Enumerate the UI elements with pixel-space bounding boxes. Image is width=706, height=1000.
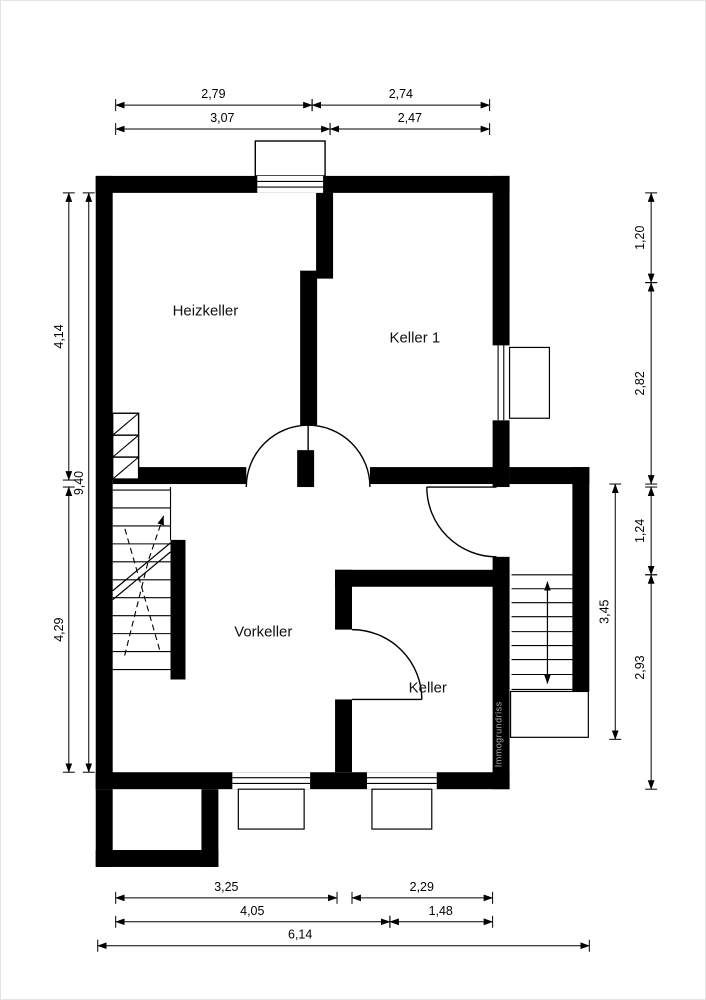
- bottom-window2-lightwell: [371, 788, 433, 830]
- flue-vents: [111, 412, 140, 480]
- dim-label: 2,74: [389, 87, 413, 101]
- room-label-heizkeller: Heizkeller: [173, 303, 239, 320]
- right-window-opening: [492, 345, 510, 421]
- dim-label: 1,24: [633, 519, 647, 543]
- dim-label: 1,20: [633, 226, 647, 250]
- wall-stairwell: [170, 539, 186, 680]
- stair-walk-line-return: [124, 527, 161, 650]
- dim-label: 6,14: [288, 928, 312, 942]
- wall-extension-top: [509, 467, 590, 485]
- dim-label: 1,48: [429, 904, 453, 918]
- windows: [232, 345, 551, 830]
- doors: [245, 424, 497, 701]
- wall-keller-top: [335, 569, 510, 587]
- room-labels: Heizkeller Keller 1 Vorkeller Keller: [173, 303, 447, 697]
- double-door-swing-right: [308, 424, 371, 488]
- wall-extension-right: [572, 467, 590, 692]
- dim-label: 3,45: [597, 599, 611, 623]
- dim-label: 2,47: [398, 111, 422, 125]
- top-window-opening: [257, 175, 324, 193]
- dim-label: 9,40: [72, 471, 86, 495]
- flue-hatch-line: [112, 434, 139, 458]
- wall-divider-upper: [316, 190, 334, 279]
- interior-stairs: [112, 487, 172, 671]
- bottom-window1-lightwell: [237, 788, 305, 830]
- wall-keller-left-upper: [335, 569, 353, 630]
- wall-interior-horizontal-left: [112, 467, 247, 485]
- watermark-text: Immogrundriss: [494, 701, 504, 767]
- room-label-keller: Keller: [409, 679, 447, 696]
- dimension-lines: 2,79 2,74 3,07 2,47 3,25 2,29 4,05 1,48 …: [52, 87, 658, 952]
- ext-stair-landing: [509, 690, 589, 738]
- stair-break-line: [112, 542, 171, 592]
- chimney-outline: [254, 140, 326, 177]
- dim-label: 3,25: [214, 880, 238, 894]
- chimney: [254, 140, 326, 193]
- wall-lightwell-right: [201, 789, 219, 867]
- wall-keller-left-lower: [335, 699, 353, 773]
- wall-divider-lower: [300, 270, 318, 426]
- room-label-vorkeller: Vorkeller: [234, 624, 292, 641]
- exterior-door-swing: [426, 487, 497, 558]
- right-window-sill: [508, 346, 551, 419]
- flue-hatch-line: [112, 456, 139, 480]
- walls: [95, 175, 590, 867]
- wall-door-stub: [297, 450, 315, 488]
- wall-lightwell-bottom: [95, 850, 219, 867]
- dim-label: 2,79: [201, 87, 225, 101]
- exterior-stairs: [509, 574, 589, 738]
- flue-hatch-line: [112, 412, 139, 436]
- keller-door-swing: [352, 628, 423, 700]
- dim-label: 4,14: [52, 324, 66, 348]
- dim-label: 2,82: [633, 371, 647, 395]
- dim-label: 2,29: [410, 880, 434, 894]
- bottom-window1-opening: [232, 772, 311, 790]
- dim-label: 3,07: [210, 111, 234, 125]
- double-door-swing-left: [245, 424, 309, 488]
- bottom-window2-opening: [366, 772, 437, 790]
- wall-interior-horizontal-right: [369, 467, 510, 485]
- stair-walk-line-up: [124, 515, 165, 656]
- wall-left: [95, 175, 113, 790]
- room-label-keller1: Keller 1: [389, 329, 440, 346]
- stair-break-line: [112, 551, 171, 601]
- dim-label: 4,29: [52, 617, 66, 641]
- wall-lightwell-left: [95, 789, 113, 867]
- dim-label: 2,93: [633, 655, 647, 679]
- wall-right-upper: [492, 175, 510, 346]
- dim-label: 4,05: [240, 904, 264, 918]
- wall-right-lower: [492, 556, 510, 790]
